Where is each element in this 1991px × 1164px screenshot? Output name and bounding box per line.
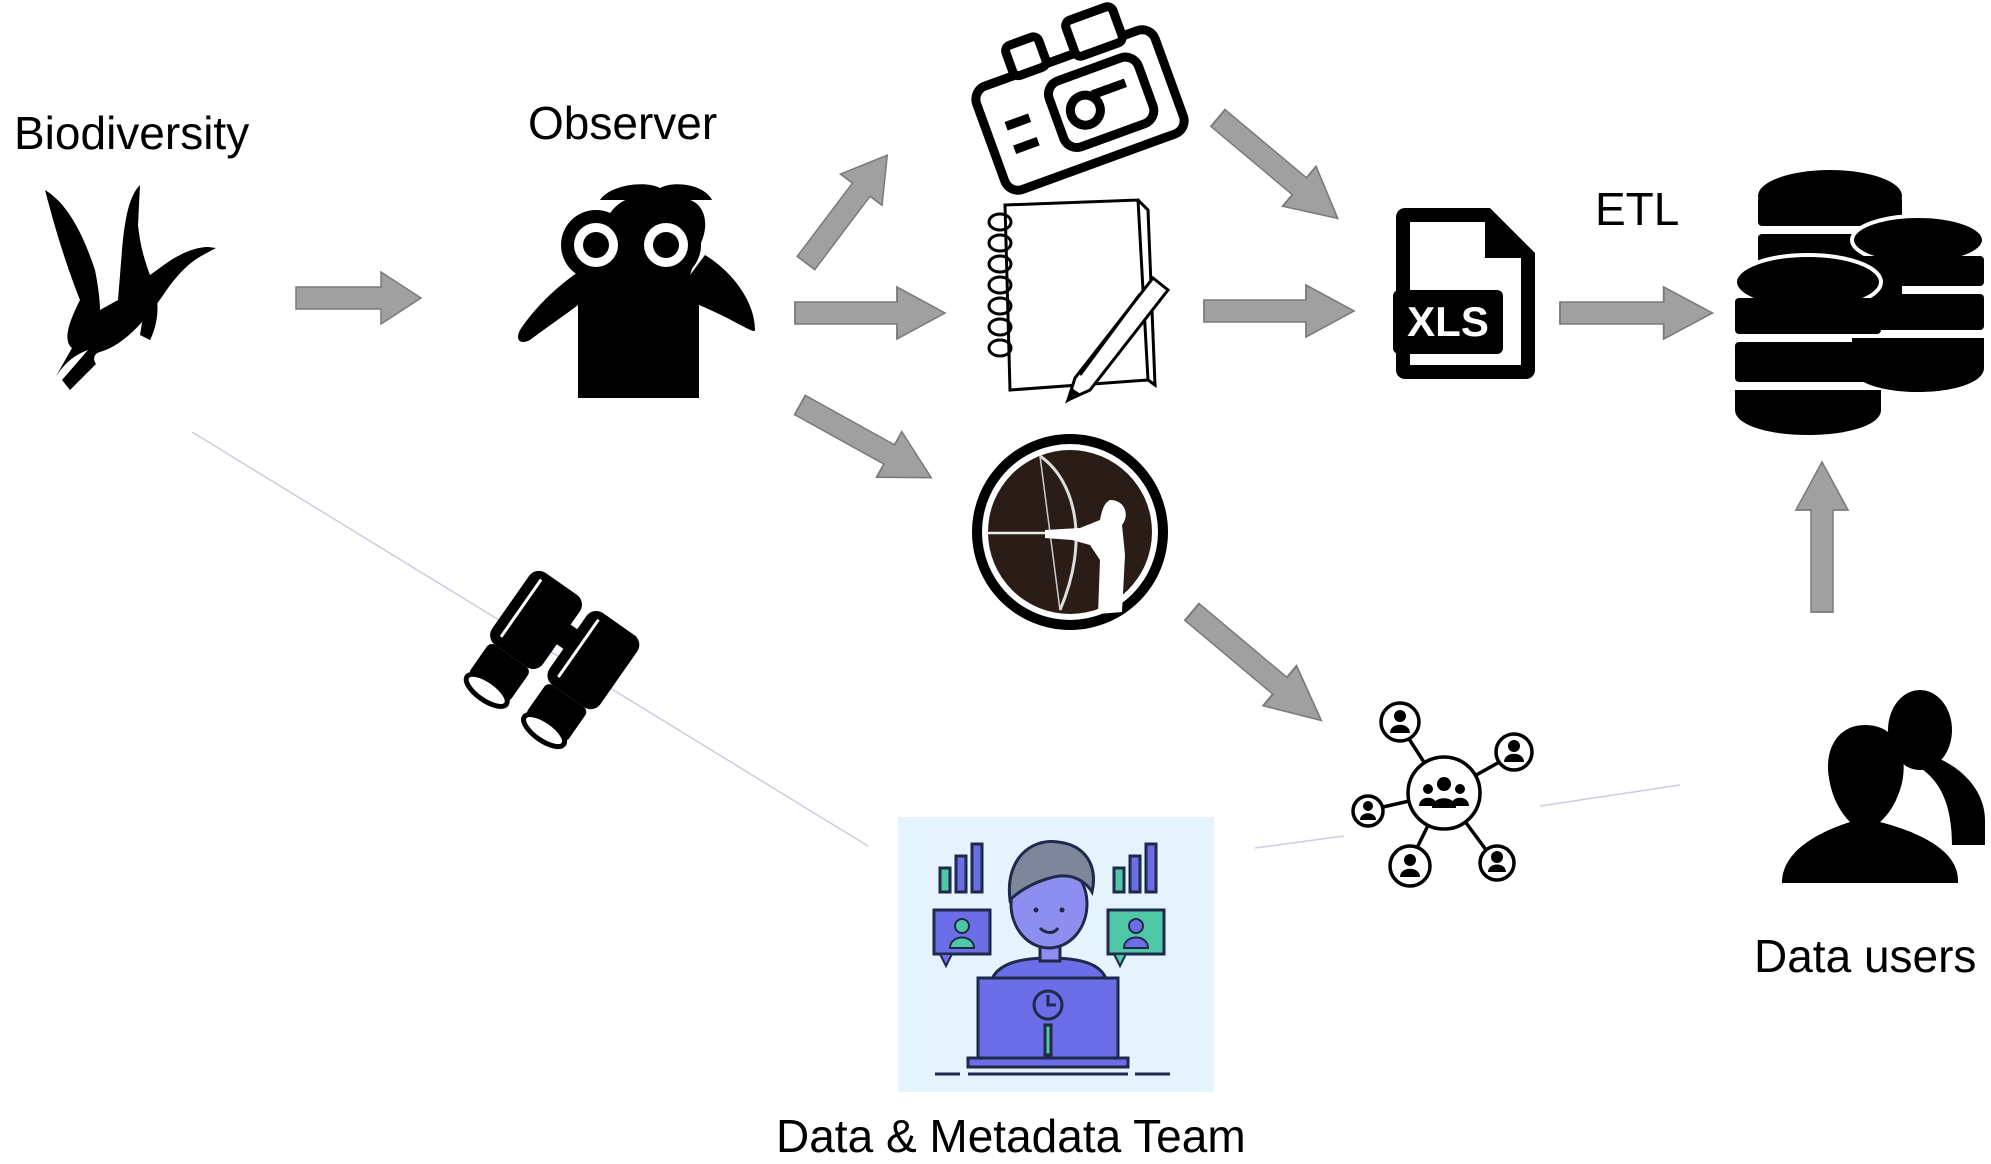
notebook-rings: [987, 212, 1013, 358]
xls-badge-label: XLS: [1407, 298, 1489, 345]
data-analyst-icon: [898, 817, 1214, 1092]
spreadsheet-xls-icon: XLS: [1393, 208, 1535, 379]
arrow-observer-to-notebook: [794, 286, 946, 340]
etl-label: ETL: [1595, 183, 1680, 235]
bird-icon: [45, 185, 216, 390]
arrow-users-to-database: [1795, 461, 1849, 613]
arrow-notebook-to-xls: [1203, 284, 1355, 338]
observer-label: Observer: [528, 97, 718, 149]
profile-card-right: [1106, 908, 1166, 969]
biodiversity-label: Biodiversity: [14, 107, 250, 159]
sound-recorder-icon: [971, 2, 1189, 195]
database-front: [1733, 253, 1883, 435]
bar-chart-left: [938, 842, 984, 894]
arrow-recorder-to-xls: [1200, 97, 1356, 240]
database-icon: [1733, 170, 1986, 435]
users-icon: [1782, 690, 1985, 883]
notebook-pencil-icon: [987, 198, 1171, 404]
arrow-archery-to-network: [1174, 591, 1339, 742]
arrow-observer-to-archery: [786, 381, 945, 502]
data-users-label: Data users: [1754, 930, 1977, 982]
binoculars-observer-icon: [518, 184, 755, 398]
arrow-observer-to-recorder: [784, 138, 909, 280]
binoculars-icon: [463, 570, 640, 750]
laptop: [966, 976, 1130, 1069]
arrow-bio-to-observer: [295, 271, 422, 325]
archery-icon: [972, 434, 1168, 630]
profile-card-left: [932, 908, 992, 969]
bar-chart-right: [1112, 842, 1158, 894]
connector-line: [1539, 784, 1681, 807]
arrow-xls-to-database: [1559, 286, 1714, 340]
team-label: Data & Metadata Team: [776, 1110, 1246, 1162]
database-right: [1850, 214, 1986, 392]
network-icon: [1351, 701, 1534, 888]
connector-line: [1254, 835, 1345, 849]
